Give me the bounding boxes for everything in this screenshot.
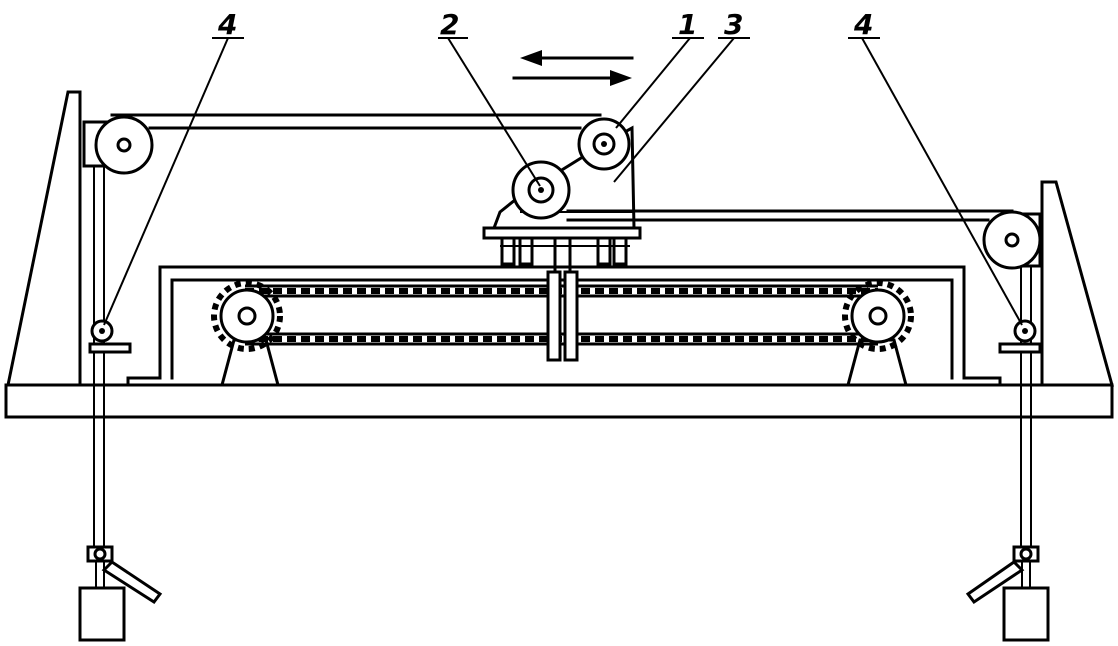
left-guide-pulley xyxy=(88,319,132,354)
chain-attachment-bracket xyxy=(546,238,579,362)
motion-arrows xyxy=(512,50,634,86)
lower-cable xyxy=(566,209,1014,222)
left-counterweight-assembly xyxy=(78,545,163,642)
channel-frame xyxy=(126,265,1002,387)
label-right-guide-pulley: 4 xyxy=(853,8,873,41)
label-drive-roller: 2 xyxy=(440,8,459,41)
right-vertical-cable xyxy=(1020,266,1032,550)
label-idler-roller: 1 xyxy=(678,8,697,41)
left-vertical-cable xyxy=(93,166,105,550)
right-pulley xyxy=(982,210,1042,270)
drive-roller xyxy=(511,160,571,220)
idler-roller xyxy=(577,117,631,171)
label-left-guide-pulley: 4 xyxy=(217,8,237,41)
label-carriage: 3 xyxy=(724,8,743,41)
right-sprocket-support xyxy=(846,338,908,387)
left-frame-upright xyxy=(6,90,82,387)
top-left-pulley xyxy=(82,115,154,175)
leader-lines xyxy=(103,37,1023,326)
right-guide-pulley xyxy=(998,319,1042,354)
left-sprocket xyxy=(214,283,280,349)
right-counterweight-assembly xyxy=(965,545,1050,642)
right-frame-upright xyxy=(1040,180,1114,387)
upper-cable xyxy=(110,113,602,130)
base-plate xyxy=(4,383,1114,419)
